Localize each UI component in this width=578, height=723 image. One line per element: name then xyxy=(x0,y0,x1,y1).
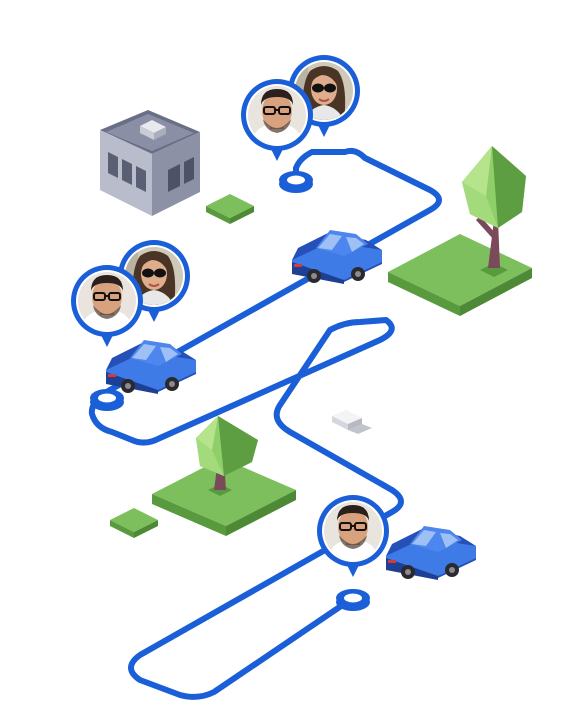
small-grass-tile xyxy=(110,508,158,538)
small-grass-tile xyxy=(206,194,254,224)
small-block-icon xyxy=(332,410,372,434)
route-path xyxy=(88,147,442,700)
passenger-pin-man-middle[interactable] xyxy=(71,265,143,347)
grass-platform-right xyxy=(388,234,532,316)
passenger-pin-man-top[interactable] xyxy=(241,79,313,161)
car-top xyxy=(292,230,382,284)
route-stop-middle[interactable] xyxy=(90,389,124,411)
passenger-pin-man-bottom[interactable] xyxy=(317,495,389,577)
route-stop-bottom[interactable] xyxy=(336,589,370,611)
office-building-icon xyxy=(100,110,200,216)
lowpoly-tree-icon xyxy=(196,416,258,490)
car-bottom xyxy=(386,526,476,580)
route-stop-top[interactable] xyxy=(279,171,313,193)
lowpoly-tree-icon xyxy=(462,146,526,268)
